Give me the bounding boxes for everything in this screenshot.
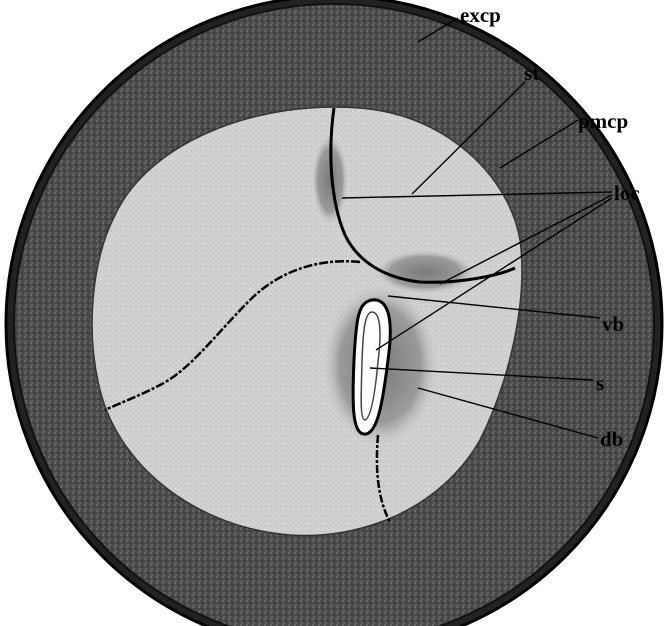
- label-pmcp: pmcp: [578, 109, 628, 133]
- inner-tissue: [92, 107, 522, 536]
- label-db: db: [600, 427, 623, 451]
- ventral-bundle-shade: [375, 250, 475, 294]
- label-excp: excp: [460, 3, 501, 27]
- label-vb: vb: [602, 312, 624, 336]
- label-loc: loc: [614, 181, 640, 205]
- label-st: st: [524, 61, 539, 85]
- label-s: s: [596, 371, 604, 395]
